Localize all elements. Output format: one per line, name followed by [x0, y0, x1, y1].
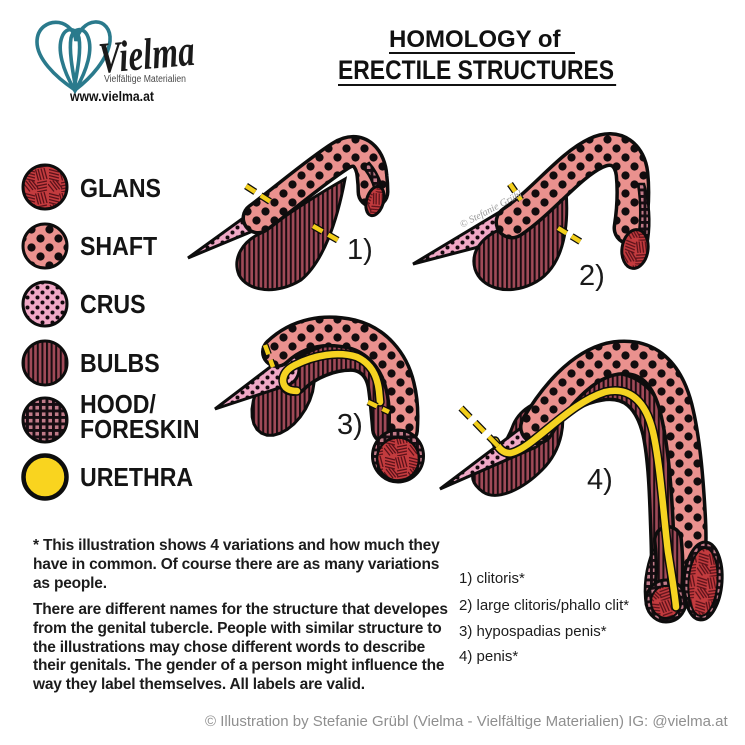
svg-text:1): 1): [347, 234, 373, 266]
svg-text:3): 3): [337, 409, 363, 441]
svg-text:2): 2): [579, 260, 605, 292]
svg-text:4): 4): [587, 464, 613, 496]
svg-text:Vielma: Vielma: [97, 26, 197, 83]
